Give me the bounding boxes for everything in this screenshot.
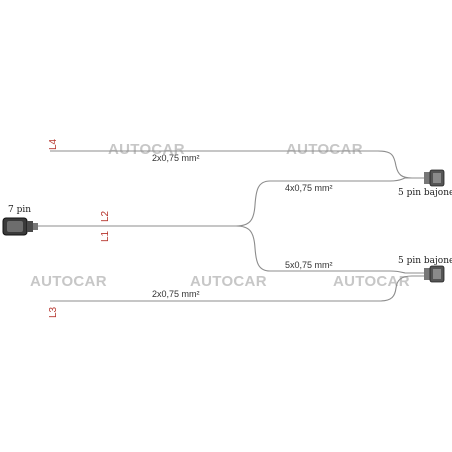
watermark-2: AUTOCAR (286, 141, 363, 158)
plug-7pin-icon (2, 217, 38, 236)
label-l1: L1 (100, 230, 111, 242)
bajonet-lower-icon (424, 265, 445, 283)
label-cable-lower-branch: 5x0,75 mm² (285, 260, 333, 270)
watermark-5: AUTOCAR (333, 273, 410, 290)
wire-l4 (50, 150, 424, 179)
bajonet-upper-icon (424, 169, 445, 187)
wire-trunk-lower (235, 225, 424, 274)
wire-trunk (38, 177, 424, 227)
watermark-4: AUTOCAR (190, 273, 267, 290)
watermark-1: AUTOCAR (108, 141, 185, 158)
label-cable-top: 2x0,75 mm² (152, 153, 200, 163)
label-l4: L4 (48, 138, 59, 150)
watermark-3: AUTOCAR (30, 273, 107, 290)
label-cable-upper-branch: 4x0,75 mm² (285, 183, 333, 193)
label-l2: L2 (100, 210, 111, 222)
label-7pin: 7 pin (8, 205, 31, 215)
label-bajonet-lower: 5 pin bajonet (398, 256, 452, 266)
wire-l3 (50, 275, 424, 302)
label-bajonet-upper: 5 pin bajonet (398, 188, 452, 198)
label-cable-bottom: 2x0,75 mm² (152, 289, 200, 299)
label-l3: L3 (48, 306, 59, 318)
